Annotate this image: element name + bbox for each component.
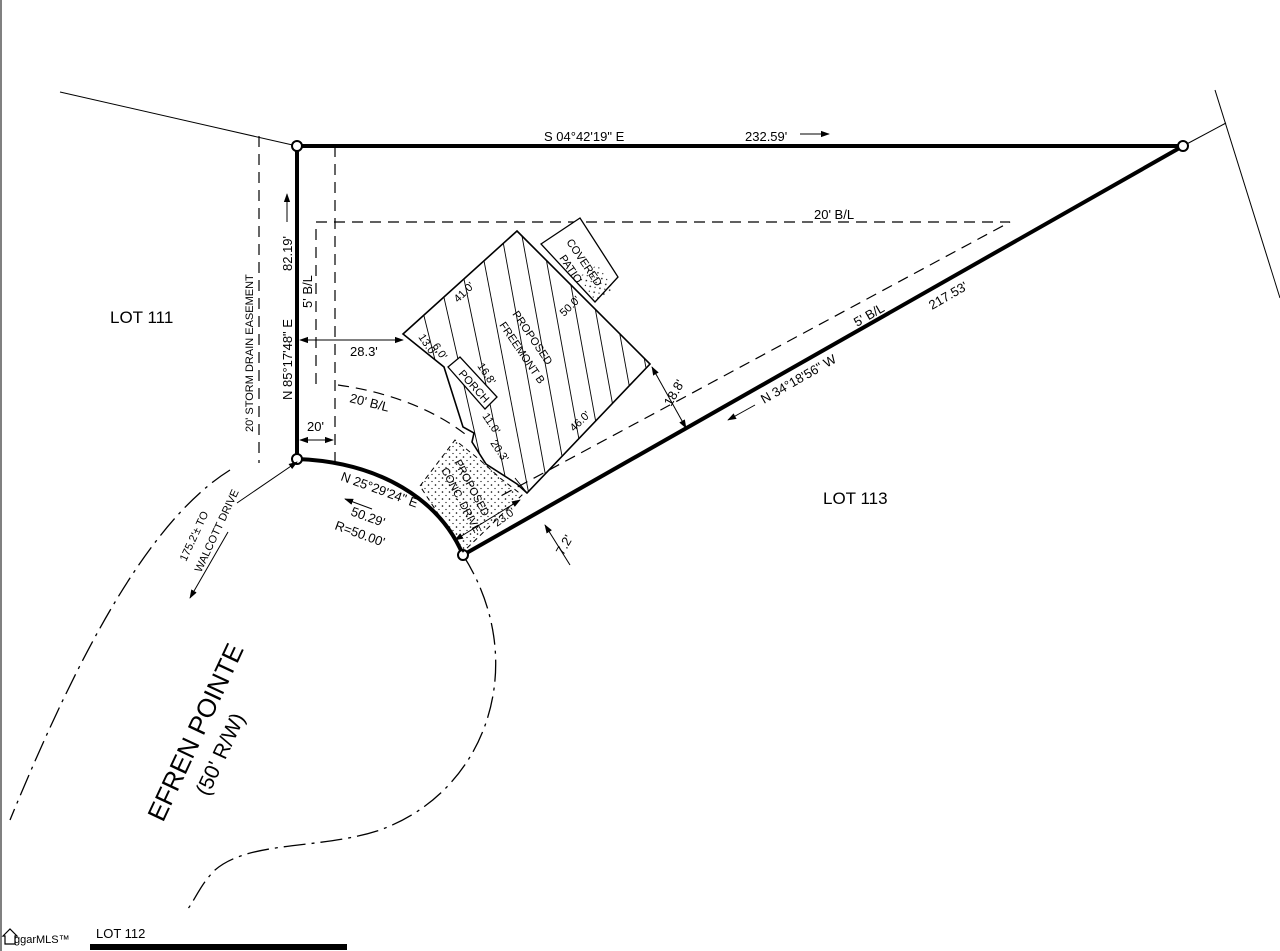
rear-distance-label: 232.59' <box>745 129 787 144</box>
left-offset-label: 28.3' <box>350 344 378 359</box>
dim-line-drive-corner <box>514 477 528 494</box>
right-distance-label: 217.53' <box>926 278 970 312</box>
property-line-right <box>462 144 1184 557</box>
porch <box>447 356 498 410</box>
dim-11-label: 11.0' <box>480 411 503 437</box>
lot-113-label: LOT 113 <box>823 489 888 508</box>
curve-bearing-arrow <box>344 498 373 510</box>
street-row-line-cul-de-sac <box>186 554 497 911</box>
right-bearing-arrow <box>727 404 756 421</box>
watermark: ggarMLS™ <box>1 928 70 946</box>
house-footprint <box>401 229 652 495</box>
right-offset-label: 18.8' <box>661 377 688 409</box>
dim-line-drive-width <box>454 499 521 541</box>
watermark-text: ggarMLS™ <box>14 934 70 946</box>
proposed-drive <box>419 439 523 553</box>
lot-111-label: LOT 111 <box>110 308 173 327</box>
easement-width-label: 20' <box>307 419 324 434</box>
adjacent-lot-line-113-b <box>1214 89 1280 299</box>
rear-bearing-label: S 04°42'19" E <box>544 129 625 144</box>
property-corner-nw <box>291 140 303 152</box>
setback-line-rear-and-side <box>315 221 1011 499</box>
walcott-arrow <box>236 461 298 504</box>
rear-setback-label: 20' B/L <box>814 207 854 222</box>
dim-41-label: 41.0' <box>452 280 477 305</box>
house-logo-icon <box>1 928 19 945</box>
walcott-direction-arrow <box>189 531 229 599</box>
setback-line-front <box>337 384 471 439</box>
adjacent-lot-line-113-a <box>1182 122 1227 147</box>
left-bearing-label: N 85°17'48" E <box>280 319 295 400</box>
lot-112-label: LOT 112 <box>96 926 145 941</box>
storm-easement-label: 20' STORM DRAIN EASEMENT <box>244 274 256 432</box>
front-setback-label: 20' B/L <box>348 390 391 414</box>
dim-line-corner-offset <box>544 524 571 566</box>
corner-offset-label: 7.2' <box>553 532 576 557</box>
left-side-setback-label: 5' B/L <box>300 275 315 308</box>
street-row-line-left <box>9 469 231 821</box>
dim-46-label: 46.0' <box>568 409 593 434</box>
dim-203-label: 20.3' <box>488 438 511 464</box>
dim-line-right-offset <box>651 366 687 429</box>
adjacent-lot-line-111 <box>59 91 298 147</box>
dim-50-label: 50.0' <box>558 294 583 319</box>
left-distance-label: 82.19' <box>280 236 295 271</box>
bottom-scale-bar <box>90 944 347 950</box>
patio-stipple <box>578 263 616 303</box>
property-corner-ne <box>1177 140 1189 152</box>
